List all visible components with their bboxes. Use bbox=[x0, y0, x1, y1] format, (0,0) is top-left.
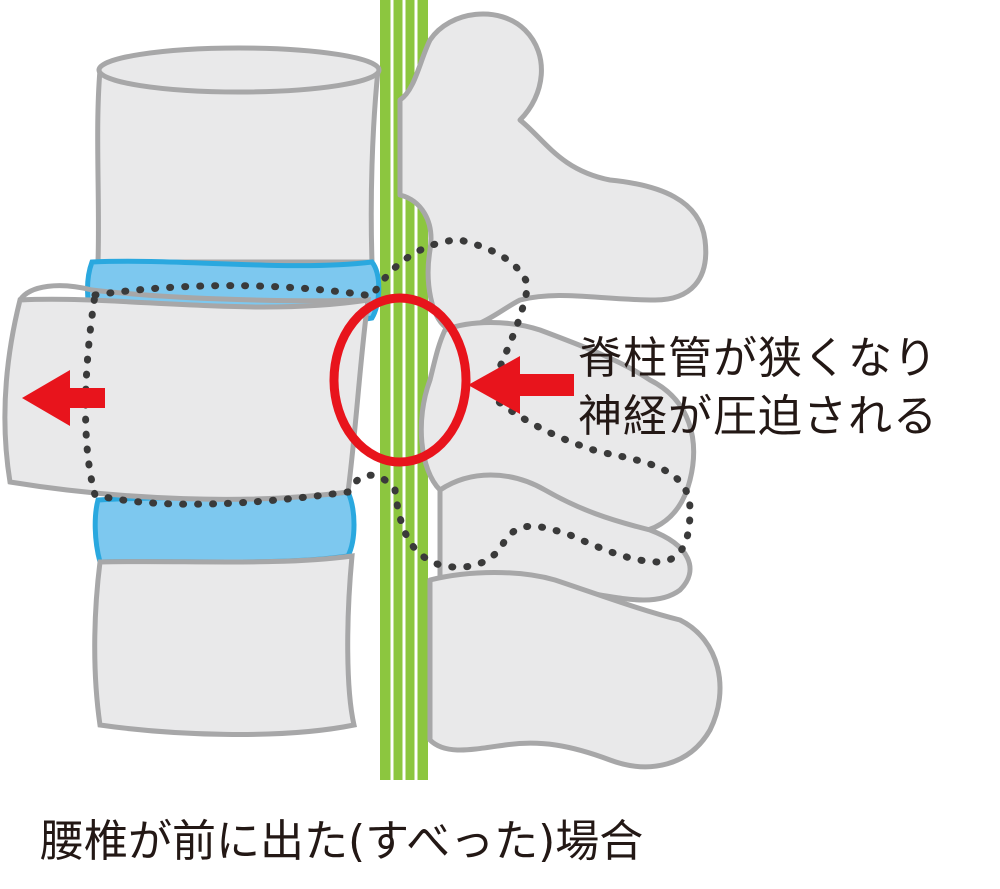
forward-slip-arrow-icon bbox=[22, 370, 105, 426]
lower-vertebra bbox=[92, 553, 358, 737]
original-position-dotted-outline bbox=[82, 236, 694, 571]
slipped-vertebra bbox=[2, 283, 371, 502]
callout-line-1: 脊柱管が狭くなり bbox=[578, 333, 938, 384]
upper-vertebra bbox=[95, 45, 382, 265]
diagram-caption: 腰椎が前に出た(すべった)場合 bbox=[40, 816, 644, 867]
compression-pointer-arrow-icon bbox=[468, 356, 574, 414]
posterior-arches bbox=[397, 11, 723, 770]
compression-callout-label: 脊柱管が狭くなり 神経が圧迫される bbox=[578, 330, 988, 446]
callout-line-2: 神経が圧迫される bbox=[578, 391, 938, 442]
compression-highlight-circle bbox=[329, 293, 471, 467]
